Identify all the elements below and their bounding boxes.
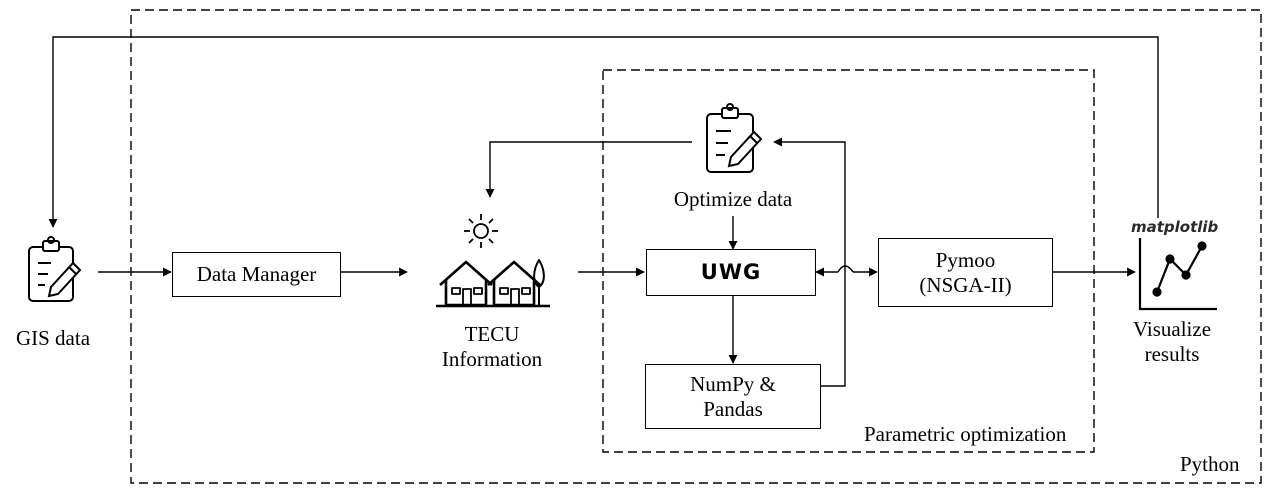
nsga-label: (NSGA-II) — [919, 272, 1012, 297]
sun-icon — [464, 214, 498, 248]
arrow-visualize-to-gis — [48, 36, 1159, 228]
matplotlib-logo: matplotlib — [1131, 218, 1219, 236]
visualize-results-label: Visualize results — [1120, 317, 1224, 367]
line-crossing-hop — [837, 265, 854, 273]
visualize-line1: Visualize — [1132, 317, 1212, 341]
houses-tree-icon — [436, 259, 550, 308]
visualize-line2: results — [1144, 342, 1200, 366]
clipboard-pencil-icon — [28, 236, 82, 302]
pymoo-box: Pymoo (NSGA-II) — [878, 238, 1053, 307]
data-manager-label: Data Manager — [196, 262, 317, 286]
tecu-line2: Information — [441, 347, 543, 371]
optimize-data-label: Optimize data — [673, 187, 793, 211]
numpy-pandas-box: NumPy & Pandas — [645, 364, 821, 429]
python-container — [130, 9, 1262, 484]
numpy-label: NumPy & — [690, 371, 776, 396]
arrow-numpy-to-optimize — [773, 137, 846, 387]
tecu-label: TECU Information — [430, 322, 554, 372]
uwg-logo: UWG — [700, 260, 762, 284]
clipboard-pencil-icon — [706, 103, 763, 173]
uwg-box: UWG — [646, 249, 816, 296]
tecu-line1: TECU — [464, 322, 520, 346]
gis-data-label: GIS data — [15, 326, 91, 350]
data-manager-box: Data Manager — [172, 252, 341, 297]
parametric-optimization-label: Parametric optimization — [864, 422, 1067, 446]
pandas-label: Pandas — [703, 396, 763, 421]
python-label: Python — [1180, 452, 1240, 476]
line-chart-icon — [1138, 238, 1217, 311]
pymoo-label: Pymoo — [935, 247, 996, 272]
arrow-optimize-to-tecu — [485, 141, 692, 198]
parametric-optimization-container — [602, 69, 1095, 453]
